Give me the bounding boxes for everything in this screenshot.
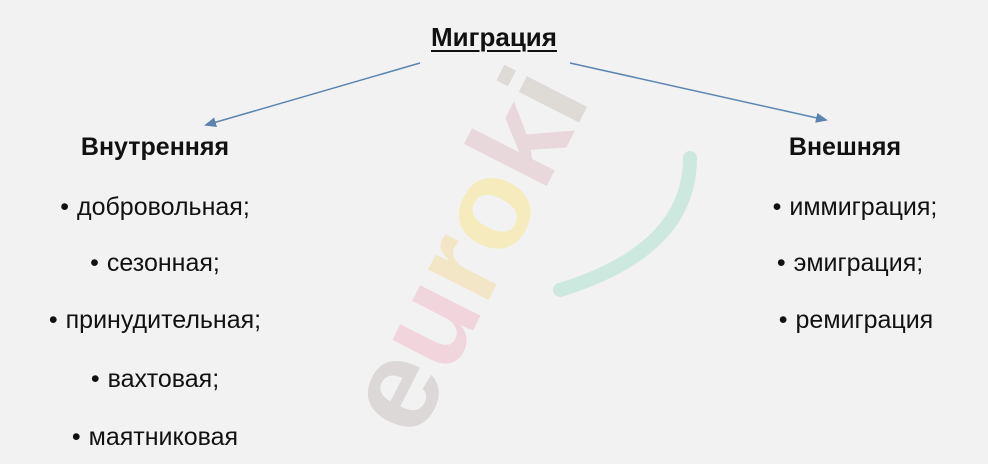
item-label: маятниковая — [88, 423, 239, 451]
external-migration-heading: Внешняя — [788, 133, 902, 161]
bullet-icon: • — [90, 249, 99, 277]
item-label: вахтовая; — [107, 365, 220, 393]
item-label: ремиграция — [795, 306, 934, 334]
internal-list-item: •маятниковая — [40, 423, 270, 452]
external-list-item: •ремиграция — [738, 306, 974, 335]
bullet-icon: • — [776, 249, 786, 277]
arrow-to-external — [569, 62, 828, 123]
internal-migration-heading: Внутренняя — [80, 133, 230, 161]
bullet-icon: • — [60, 193, 69, 221]
bullet-icon: • — [778, 306, 788, 334]
bullet-icon: • — [90, 365, 100, 393]
internal-list-item: •принудительная; — [10, 306, 300, 335]
arrow-to-internal — [204, 62, 421, 128]
external-list-item: •иммиграция; — [735, 193, 975, 222]
item-label: иммиграция; — [789, 193, 938, 221]
item-label: эмиграция; — [793, 249, 924, 277]
bullet-icon: • — [71, 423, 81, 451]
item-label: сезонная; — [106, 249, 220, 277]
external-list-item: •эмиграция; — [735, 249, 965, 278]
bullet-icon: • — [48, 306, 58, 334]
diagram-title: Миграция — [431, 22, 557, 52]
internal-list-item: •добровольная; — [40, 193, 270, 222]
internal-list-item: •вахтовая; — [40, 365, 270, 394]
internal-list-item: •сезонная; — [40, 249, 270, 278]
bullet-icon: • — [772, 193, 782, 221]
item-label: добровольная; — [76, 193, 250, 221]
item-label: принудительная; — [65, 306, 262, 334]
